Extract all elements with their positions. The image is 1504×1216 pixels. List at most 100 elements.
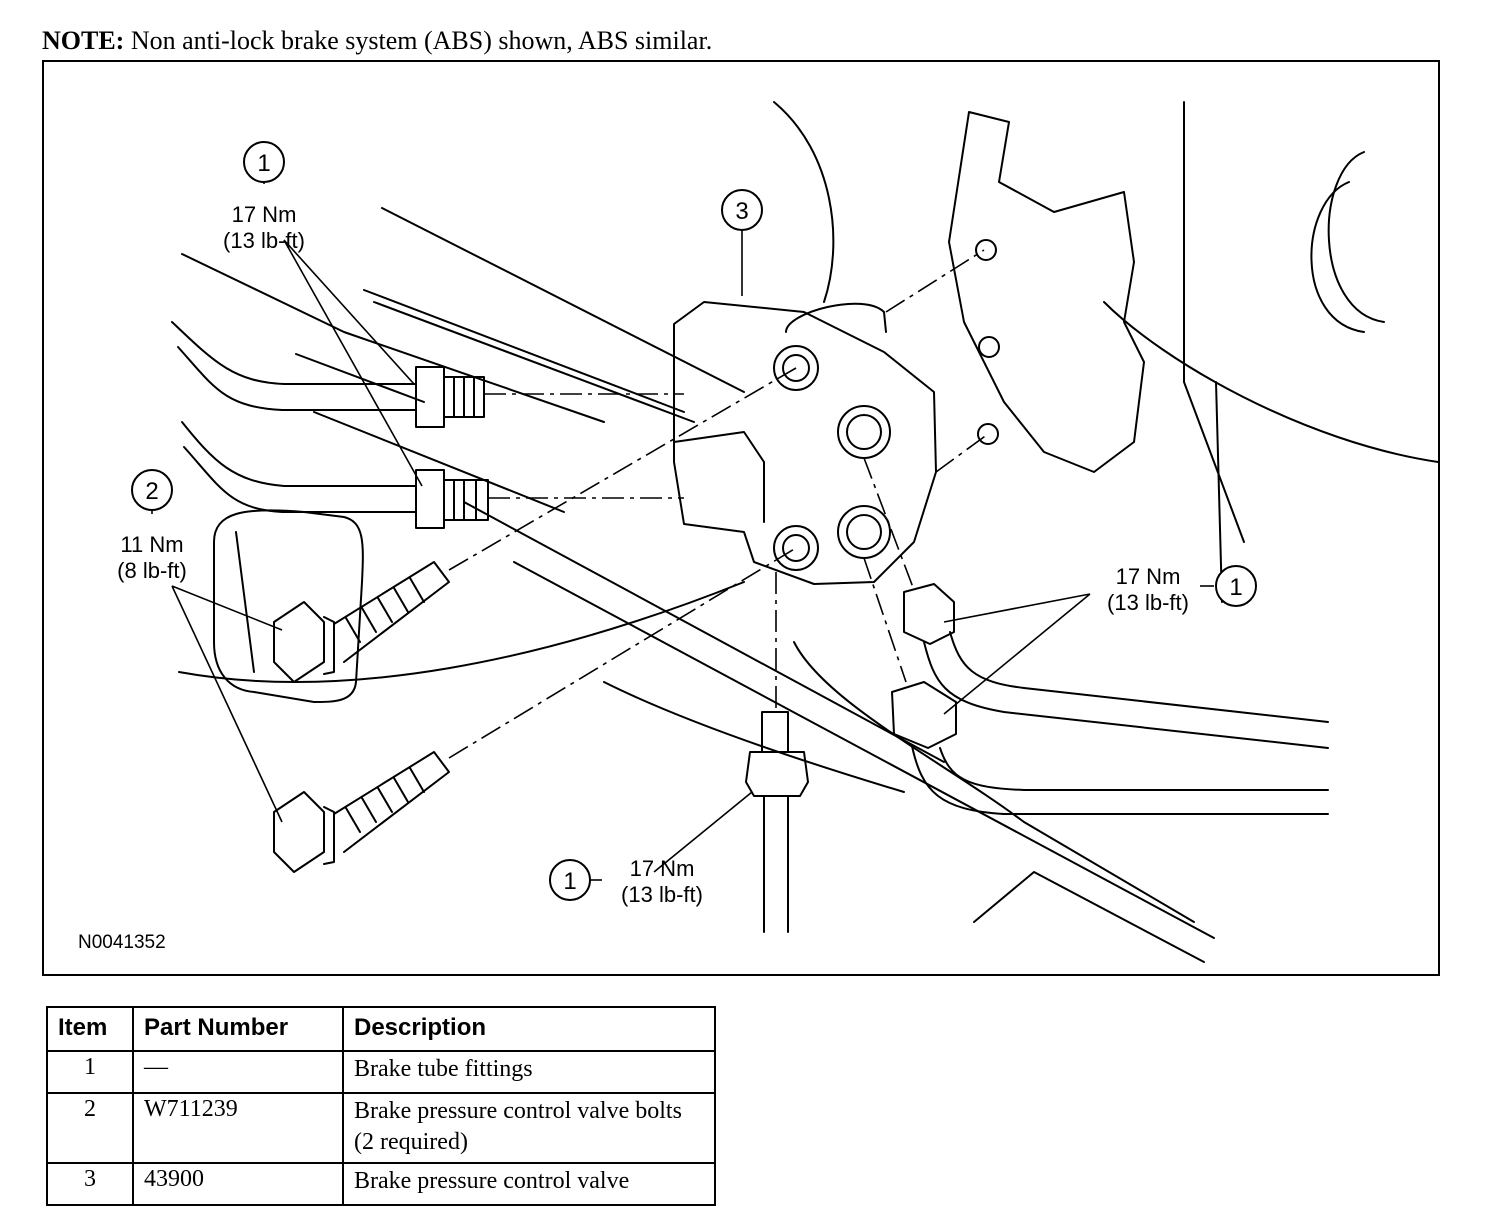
note-prefix: NOTE: <box>42 26 125 55</box>
brake-tube <box>923 641 1329 749</box>
cell-description: Brake tube fittings <box>342 1050 716 1094</box>
callout-number: 3 <box>735 198 748 225</box>
tube-nut <box>745 751 809 797</box>
valve-port <box>846 514 882 550</box>
header-item: Item <box>46 1006 134 1052</box>
centerline <box>863 457 915 591</box>
torque-lbft: (13 lb-ft) <box>621 882 703 907</box>
centerline <box>863 557 907 683</box>
bolt <box>273 791 325 873</box>
brake-tube <box>171 321 417 385</box>
valve-body <box>785 302 887 333</box>
brake-tube <box>949 631 1329 723</box>
wheel-arch <box>1310 181 1365 333</box>
table-row: 3 43900 Brake pressure control valve <box>46 1162 716 1206</box>
cell-part-number: 43900 <box>132 1162 344 1206</box>
bracket-hole <box>975 239 997 261</box>
valve-body <box>673 301 937 585</box>
centerline <box>448 367 797 571</box>
callout-number: 1 <box>563 868 576 895</box>
centerline <box>448 547 797 759</box>
callout-circle <box>721 189 763 231</box>
subframe <box>235 531 255 673</box>
bolt <box>273 601 325 683</box>
torque-lbft: (13 lb-ft) <box>223 228 305 253</box>
brake-tube <box>939 747 1329 791</box>
wheel-arch <box>1327 151 1385 323</box>
cell-description: Brake pressure control valve <box>342 1162 716 1206</box>
bolt <box>323 616 335 675</box>
body-line <box>178 581 745 683</box>
callout-number: 1 <box>1229 574 1242 601</box>
bracket-hole <box>978 336 1000 358</box>
figure-id: N0041352 <box>78 932 166 953</box>
body-line <box>1023 821 1195 923</box>
valve-body <box>673 431 765 523</box>
mount-bracket <box>948 111 1145 473</box>
note-line: NOTE: Non anti-lock brake system (ABS) s… <box>42 26 712 56</box>
table-row: 2 W711239 Brake pressure control valve b… <box>46 1092 716 1164</box>
header-description: Description <box>342 1006 716 1052</box>
body-line <box>603 681 905 793</box>
torque-nm: 17 Nm <box>232 202 297 227</box>
body-line <box>181 253 605 423</box>
wheel-arch <box>1183 101 1245 543</box>
body-line <box>793 641 1025 823</box>
bolt <box>345 767 425 833</box>
tube-nut <box>891 681 957 749</box>
diagram-frame: 1 17 Nm (13 lb-ft) 2 11 Nm (8 lb-ft) 3 1… <box>42 60 1440 976</box>
body-line <box>773 101 835 303</box>
bolt <box>333 561 450 663</box>
leader-line <box>653 791 753 873</box>
body-line <box>295 353 425 403</box>
torque-nm: 11 Nm <box>120 532 183 557</box>
valve-port <box>782 354 810 382</box>
body-line <box>381 207 745 393</box>
body-line <box>363 289 685 413</box>
parts-table: Item Part Number Description 1 — Brake t… <box>46 1006 716 1206</box>
callout-circle <box>549 859 591 901</box>
tube-nut <box>761 711 789 753</box>
cell-part-number: — <box>132 1050 344 1094</box>
valve-port <box>773 525 819 571</box>
valve-port <box>773 345 819 391</box>
tube-nut <box>443 479 489 521</box>
torque-lbft: (8 lb-ft) <box>117 558 187 583</box>
body-line <box>973 871 1205 963</box>
tube-nut <box>903 583 955 645</box>
tube-nut <box>443 376 485 418</box>
cell-item: 2 <box>46 1092 134 1164</box>
header-part-number: Part Number <box>132 1006 344 1052</box>
centerline <box>885 249 985 313</box>
brake-tube <box>181 421 417 487</box>
leader-line <box>943 593 1091 715</box>
valve-port <box>837 505 891 559</box>
callout-circle <box>131 469 173 511</box>
callout-number: 2 <box>145 478 158 505</box>
bolt <box>323 806 335 865</box>
brake-tube <box>763 795 789 933</box>
brake-tube <box>177 346 417 411</box>
note-text: Non anti-lock brake system (ABS) shown, … <box>130 26 713 55</box>
body-line <box>313 411 565 513</box>
table-header-row: Item Part Number Description <box>46 1006 716 1052</box>
wheel-arch <box>1215 381 1223 603</box>
valve-port <box>782 534 810 562</box>
brake-tube <box>911 745 1329 815</box>
cell-description: Brake pressure control valve bolts (2 re… <box>342 1092 716 1164</box>
valve-port <box>837 405 891 459</box>
leader-line <box>171 585 283 823</box>
body-line <box>373 301 695 423</box>
bracket-hole <box>977 423 999 445</box>
bolt <box>345 577 425 643</box>
tube-nut <box>415 366 445 428</box>
cell-item: 1 <box>46 1050 134 1094</box>
callout-circle <box>243 141 285 183</box>
cell-part-number: W711239 <box>132 1092 344 1164</box>
bolt <box>333 751 450 853</box>
centerline <box>935 433 989 473</box>
table-row: 1 — Brake tube fittings <box>46 1050 716 1094</box>
torque-nm: 17 Nm <box>630 856 695 881</box>
torque-nm: 17 Nm <box>1116 564 1181 589</box>
body-line <box>463 501 945 763</box>
